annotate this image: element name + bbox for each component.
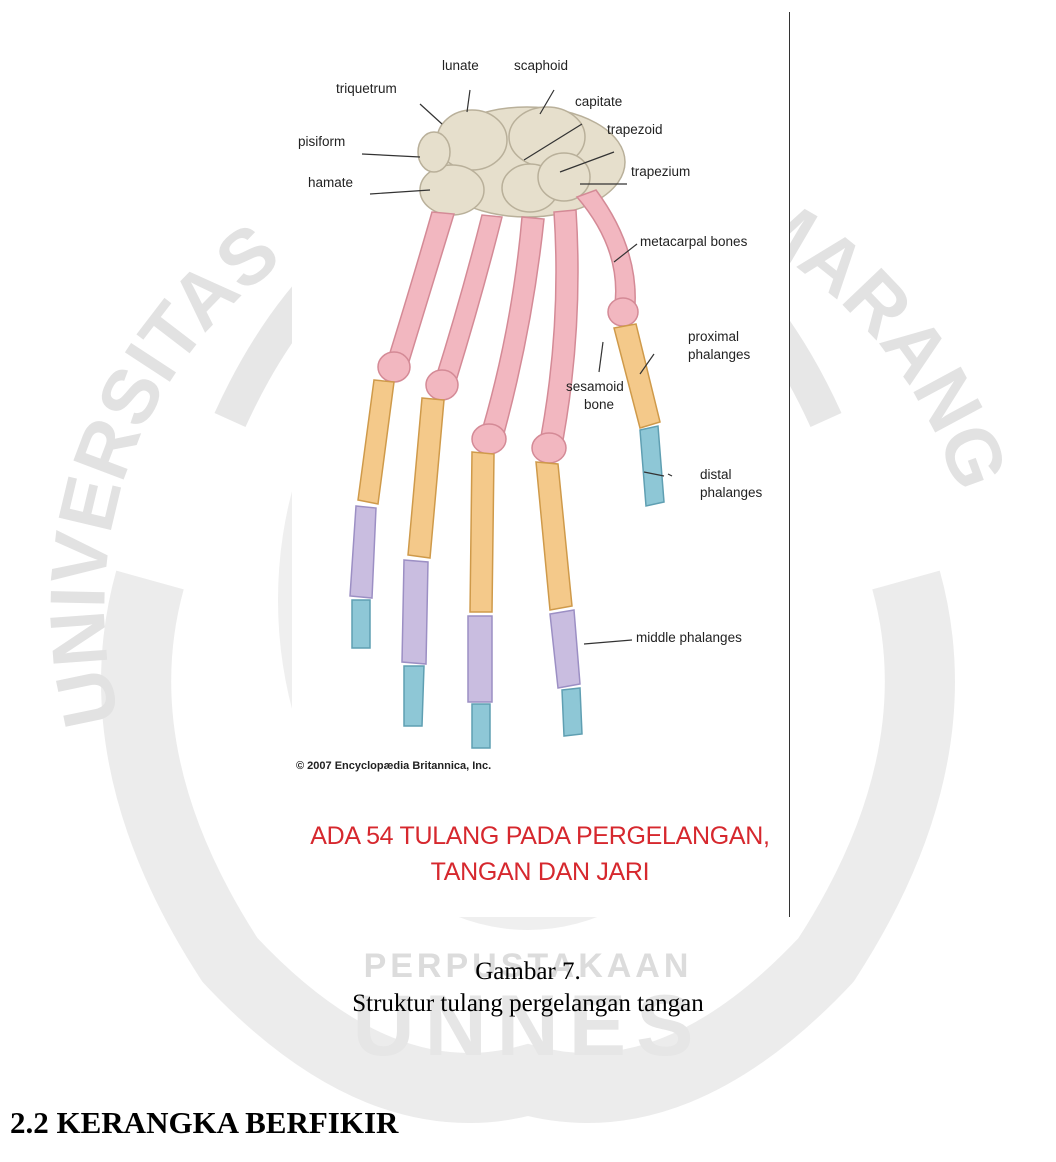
label-proximal: proximal: [688, 330, 739, 344]
label-proximal-phalanges: phalanges: [688, 348, 750, 362]
label-distal-phalanges: phalanges: [700, 486, 762, 500]
label-metacarpal-bones: metacarpal bones: [640, 235, 747, 249]
section-heading: 2.2 KERANGKA BERFIKIR: [10, 1105, 398, 1141]
figure-caption-title: Struktur tulang pergelangan tangan: [0, 990, 1056, 1018]
label-scaphoid: scaphoid: [514, 59, 568, 73]
hand-bones-figure: lunate scaphoid triquetrum capitate trap…: [292, 12, 792, 917]
label-middle-phalanges: middle phalanges: [636, 631, 742, 645]
figure-red-caption-line-2: TANGAN DAN JARI: [292, 858, 788, 887]
figure-caption-number: Gambar 7.: [0, 958, 1056, 986]
label-capitate: capitate: [575, 95, 622, 109]
svg-text:UNIVERSITAS: UNIVERSITAS: [33, 206, 295, 735]
label-distal: distal: [700, 468, 732, 482]
watermark-arc-left: UNIVERSITAS: [33, 206, 295, 735]
label-trapezium: trapezium: [631, 165, 690, 179]
label-triquetrum: triquetrum: [336, 82, 397, 96]
figure-copyright: © 2007 Encyclopædia Britannica, Inc.: [296, 760, 491, 772]
label-sesamoid-bone: bone: [584, 398, 614, 412]
hand-skeleton-illustration: [292, 12, 792, 917]
label-lunate: lunate: [442, 59, 479, 73]
label-trapezoid: trapezoid: [607, 123, 663, 137]
figure-red-caption-line-1: ADA 54 TULANG PADA PERGELANGAN,: [292, 822, 788, 851]
label-sesamoid: sesamoid: [566, 380, 624, 394]
label-pisiform: pisiform: [298, 135, 345, 149]
figure-border-line: [789, 12, 790, 917]
label-hamate: hamate: [308, 176, 353, 190]
